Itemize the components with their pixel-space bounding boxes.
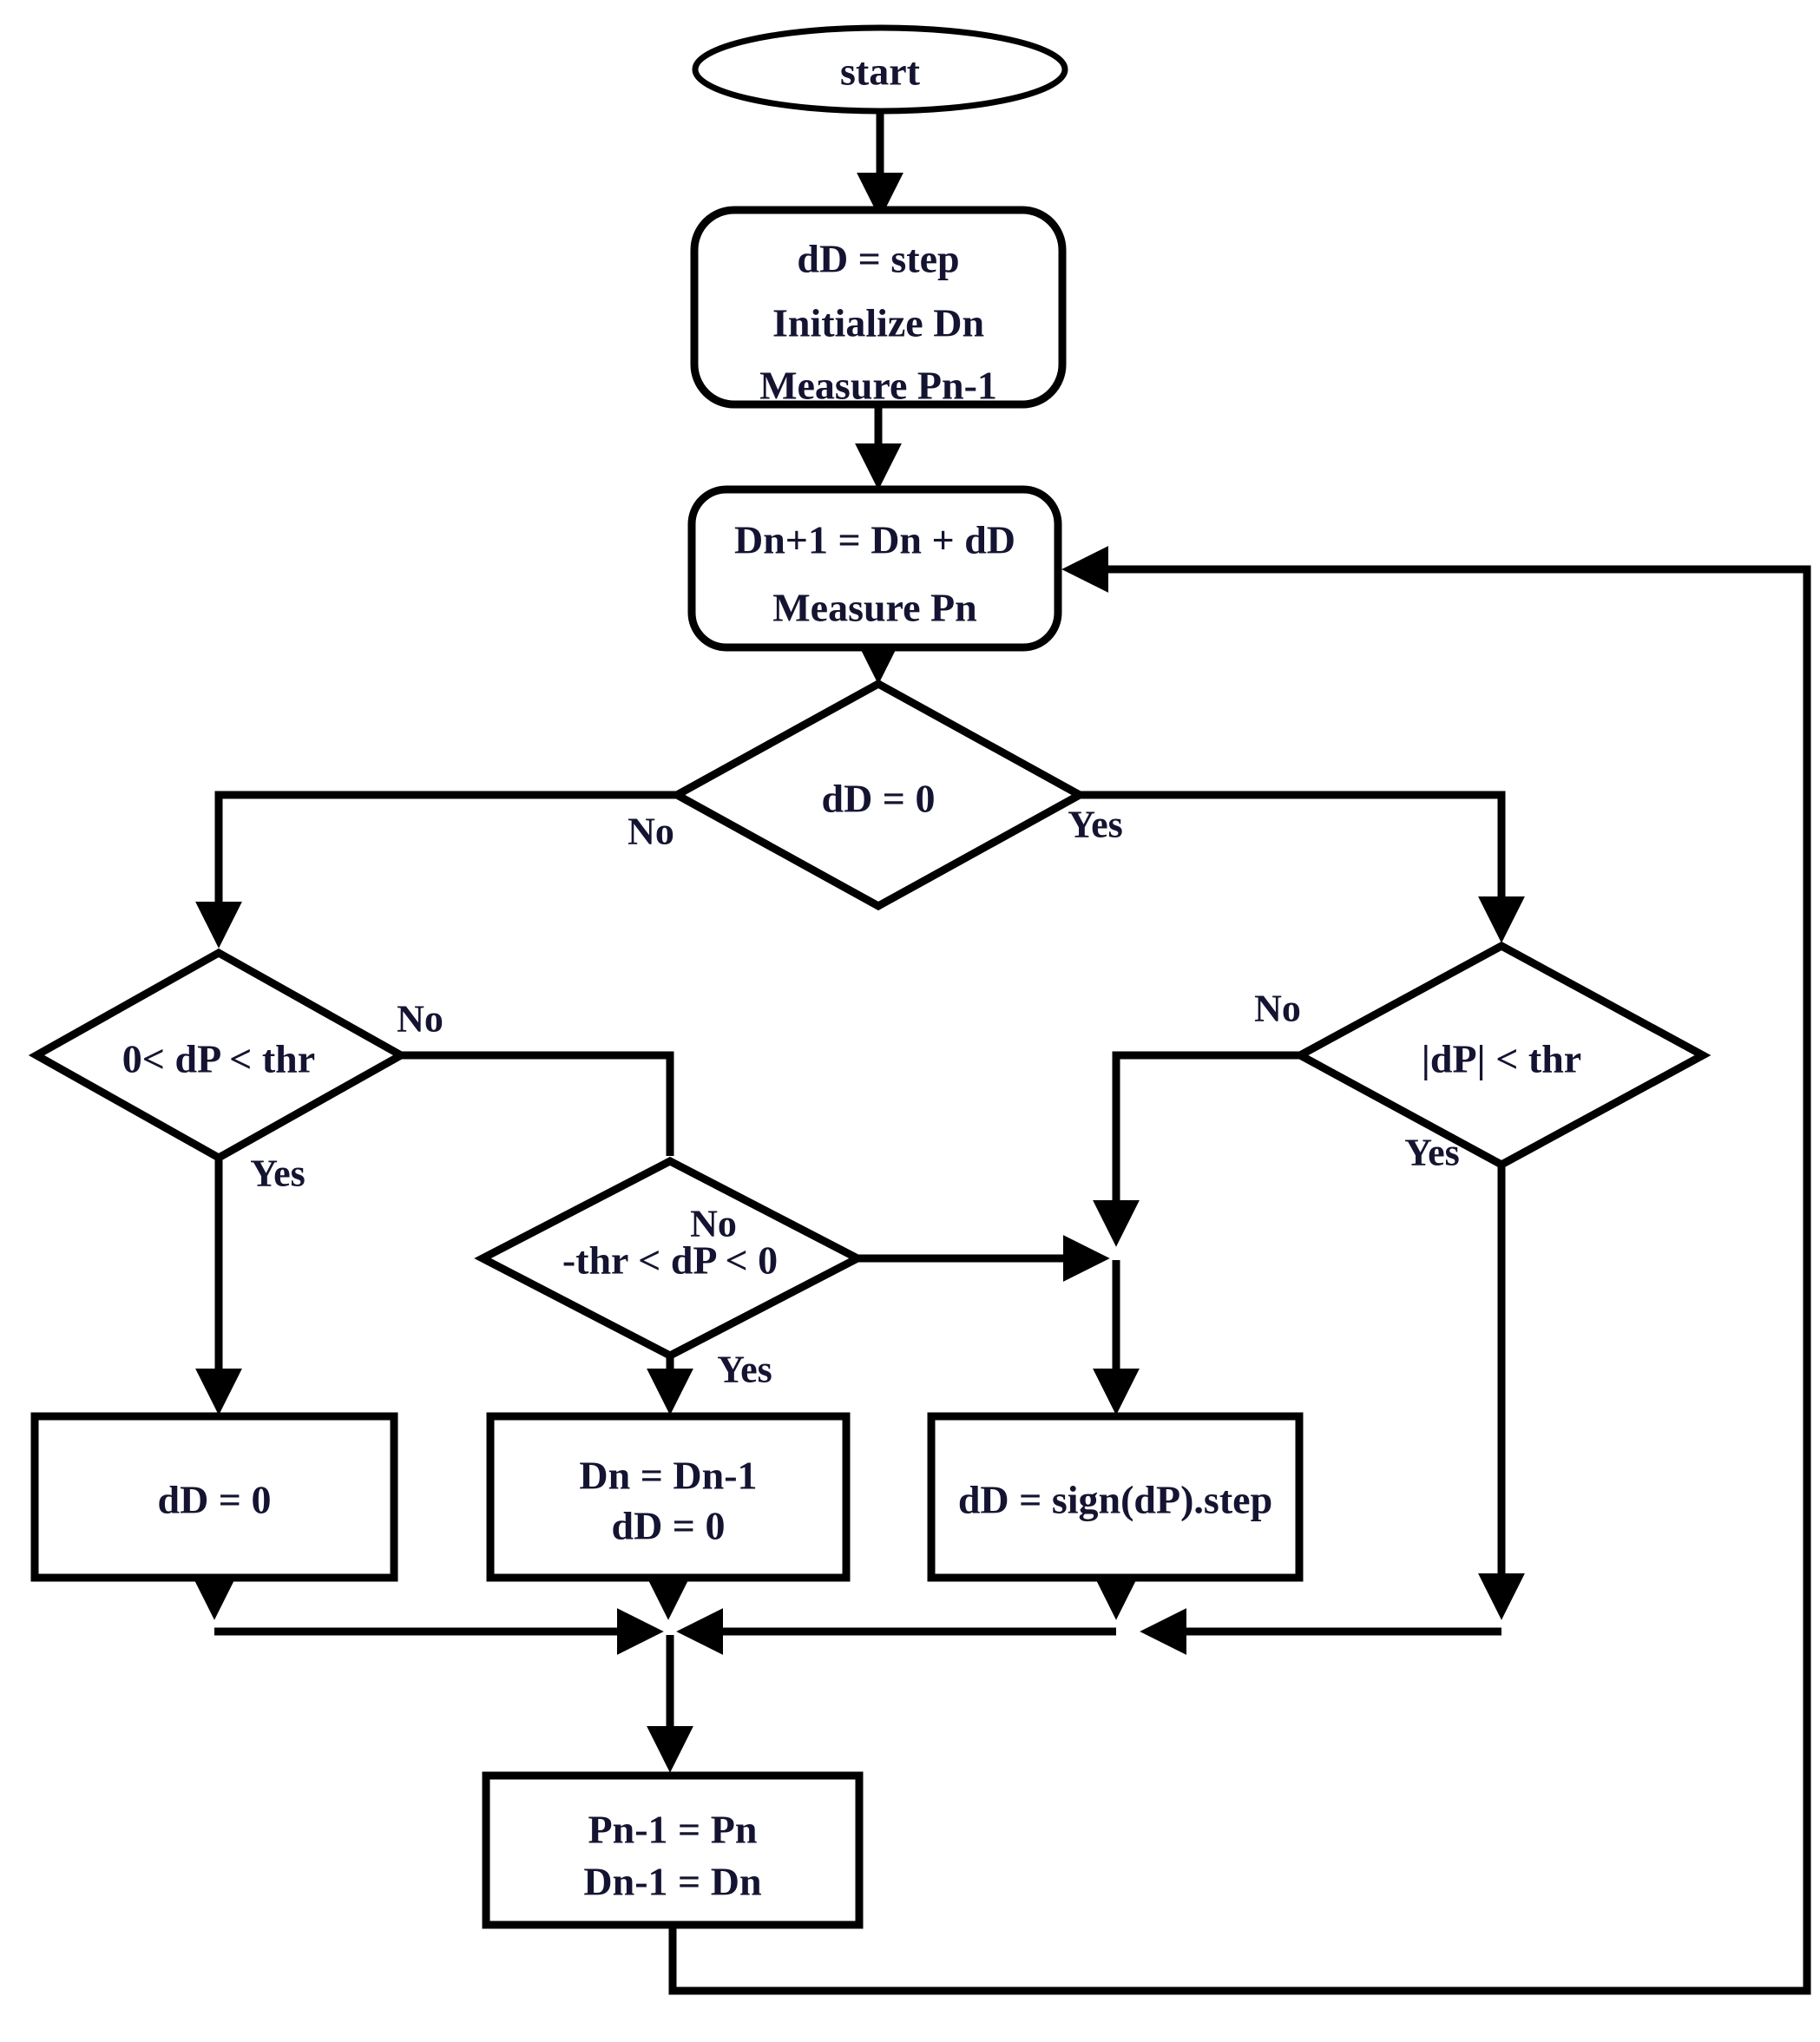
dp-abs-label: |dP| < thr xyxy=(1422,1037,1581,1081)
set-dd-zero-label: dD = 0 xyxy=(157,1478,271,1522)
init-line-1: dD = step xyxy=(797,237,959,281)
revert-line-2: dD = 0 xyxy=(611,1504,725,1548)
dd-zero-no-label: No xyxy=(627,811,674,853)
edge-feedback-loop xyxy=(668,546,1811,1995)
sign-step-box xyxy=(927,1412,1304,1582)
perturb-box xyxy=(687,485,1062,652)
edge-dd-zero-yes xyxy=(1078,791,1525,943)
node-decision-dp-abs: |dP| < thr No Yes xyxy=(1254,941,1712,1174)
dp-neg-label: -thr < dP < 0 xyxy=(562,1238,778,1283)
update-box xyxy=(482,1771,864,1929)
revert-line-1: Dn = Dn-1 xyxy=(579,1454,757,1498)
node-update: Pn-1 = Pn Dn-1 = Dn xyxy=(482,1771,864,1929)
start-oval xyxy=(692,24,1068,115)
dp-abs-no-label: No xyxy=(1254,988,1301,1030)
init-line-2: Initialize Dn xyxy=(772,301,984,345)
edge-dp-pos-no xyxy=(401,1051,674,1156)
perturb-line-2: Measure Pn xyxy=(772,586,977,630)
dp-pos-no-label: No xyxy=(397,998,444,1041)
dd-zero-diamond xyxy=(668,679,1088,911)
dp-abs-diamond xyxy=(1291,941,1712,1170)
update-line-1: Pn-1 = Pn xyxy=(588,1808,758,1852)
node-perturb: Dn+1 = Dn + dD Measure Pn xyxy=(687,485,1062,652)
node-decision-dp-neg: -thr < dP < 0 No Yes xyxy=(474,1156,866,1391)
node-set-dd-zero: dD = 0 xyxy=(30,1412,398,1582)
dp-abs-yes-label: Yes xyxy=(1404,1132,1460,1174)
dp-pos-label: 0< dP < thr xyxy=(122,1037,315,1081)
node-sign-step: dD = sign(dP).step xyxy=(927,1412,1304,1582)
node-init: dD = step Initialize Dn Measure Pn-1 xyxy=(690,206,1067,409)
node-start: start xyxy=(692,24,1068,115)
dd-zero-label: dD = 0 xyxy=(821,777,935,821)
dp-pos-diamond xyxy=(28,948,410,1163)
sign-step-label: dD = sign(dP).step xyxy=(958,1478,1272,1522)
node-decision-dp-pos: 0< dP < thr No Yes xyxy=(28,948,444,1195)
set-dd-zero-box xyxy=(30,1412,398,1582)
init-box xyxy=(690,206,1067,409)
dp-neg-yes-label: Yes xyxy=(717,1349,772,1391)
perturb-line-1: Dn+1 = Dn + dD xyxy=(734,518,1015,562)
connectors xyxy=(191,111,1811,1995)
dp-neg-diamond xyxy=(474,1156,866,1361)
dd-zero-yes-label: Yes xyxy=(1068,804,1123,846)
node-revert: Dn = Dn-1 dD = 0 xyxy=(486,1412,851,1582)
dp-pos-yes-label: Yes xyxy=(250,1152,306,1195)
dp-neg-no-label: No xyxy=(690,1203,737,1245)
start-label: start xyxy=(840,49,921,94)
update-line-2: Dn-1 = Dn xyxy=(583,1860,761,1904)
edge-dd-zero-no xyxy=(195,791,679,949)
edge-dp-abs-no-horizontal xyxy=(1093,1051,1300,1247)
revert-box xyxy=(486,1412,851,1582)
node-decision-dd-zero: dD = 0 No Yes xyxy=(627,679,1123,911)
init-line-3: Measure Pn-1 xyxy=(759,364,997,408)
